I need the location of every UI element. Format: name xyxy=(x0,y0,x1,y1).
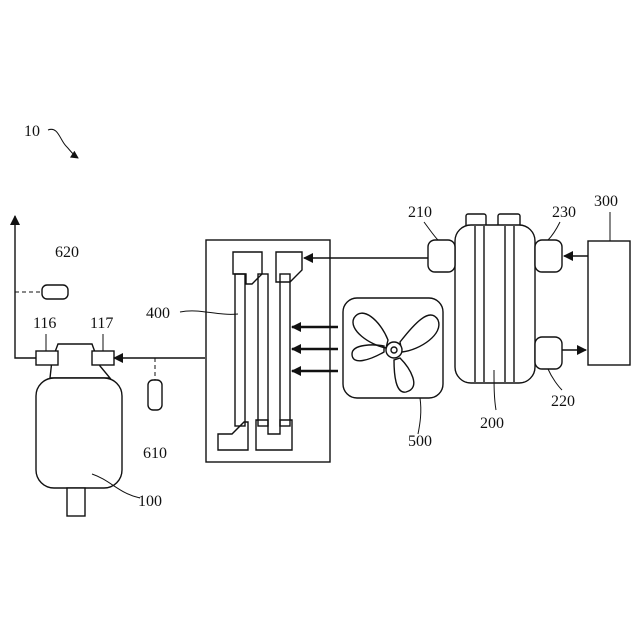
label-port-117: 117 xyxy=(90,315,113,332)
label-heat-exchanger: 200 xyxy=(480,415,504,432)
radiator-400 xyxy=(206,240,330,462)
heat-exchanger-200 xyxy=(455,214,535,383)
fan-leader xyxy=(418,398,421,434)
port-116 xyxy=(36,351,58,365)
exhaust-line xyxy=(15,216,36,358)
port-210-leader xyxy=(424,222,438,240)
engine-100 xyxy=(36,344,122,516)
label-system: 10 xyxy=(24,123,40,140)
system-leader-arrow xyxy=(48,129,78,158)
label-outlet-220: 220 xyxy=(551,393,575,410)
hx-body xyxy=(455,225,535,383)
label-fan: 500 xyxy=(408,433,432,450)
fan-500 xyxy=(343,298,443,398)
port-117 xyxy=(92,351,114,365)
label-radiator: 400 xyxy=(146,305,170,322)
port-220-leader xyxy=(548,369,562,390)
label-port-230: 230 xyxy=(552,204,576,221)
label-sensor-610: 610 xyxy=(143,445,167,462)
fan-hub xyxy=(386,342,402,358)
label-sensor-620: 620 xyxy=(55,244,79,261)
source-300 xyxy=(588,241,630,365)
label-inlet-210: 210 xyxy=(408,204,432,221)
label-engine: 100 xyxy=(138,493,162,510)
engine-shaft xyxy=(67,488,85,516)
port-230 xyxy=(535,240,562,272)
port-210 xyxy=(428,240,455,272)
port-230-leader xyxy=(548,222,560,240)
engine-block xyxy=(36,378,122,488)
label-source: 300 xyxy=(594,193,618,210)
sensor-610 xyxy=(148,380,162,410)
port-220 xyxy=(535,337,562,369)
label-port-116: 116 xyxy=(33,315,56,332)
sensor-620 xyxy=(42,285,68,299)
